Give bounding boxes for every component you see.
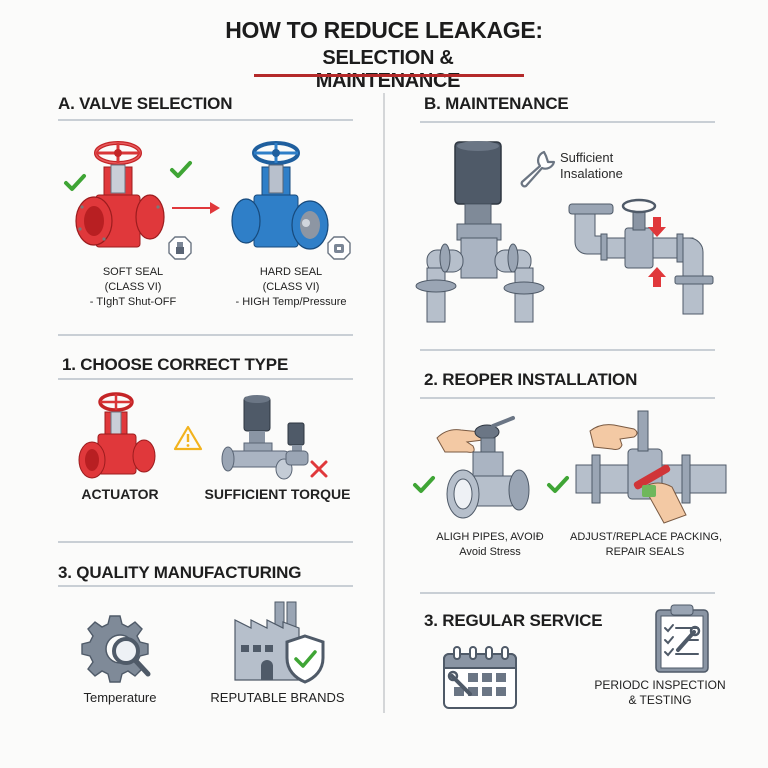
brands-label: REPUTABLE BRANDS bbox=[210, 690, 345, 705]
section-divider bbox=[420, 592, 715, 594]
check-icon bbox=[170, 161, 192, 178]
caption-line: Insalatione bbox=[560, 166, 623, 181]
caption-line: & TESTING bbox=[628, 693, 692, 707]
caption-line: HARD SEAL bbox=[259, 266, 323, 278]
packing-repair-icon bbox=[575, 410, 727, 524]
caption-line: REPAIR SEALS bbox=[605, 546, 685, 558]
quality-heading: 3. QUALITY MANUFACTURING bbox=[58, 563, 302, 582]
caption-line: - HIGH Temp/Pressure bbox=[235, 296, 347, 308]
caption-line: PERIODC INSPECTION bbox=[594, 678, 726, 692]
caption-line: (CLASS VI) bbox=[262, 281, 320, 293]
section-divider bbox=[58, 585, 353, 587]
temperature-label: Temperature bbox=[83, 690, 157, 705]
section-divider bbox=[58, 119, 353, 121]
inspection-caption: PERIODC INSPECTION & TESTING bbox=[590, 678, 730, 708]
valve-selection-heading: A. VALVE SELECTION bbox=[58, 94, 233, 113]
hard-seal-octagon-icon bbox=[327, 236, 351, 260]
caption-line: ALIGH PIPES, AVOIÐ bbox=[436, 531, 544, 543]
caption-line: SOFT SEAL bbox=[102, 266, 164, 278]
calendar-wrench-icon bbox=[443, 646, 517, 709]
factory-shield-icon bbox=[234, 601, 325, 684]
section-divider bbox=[420, 349, 715, 351]
page-subtitle: SELECTION & MAINTENANCE bbox=[315, 47, 461, 92]
clipboard-checklist-icon bbox=[655, 604, 709, 673]
actuator-valve-icon bbox=[78, 392, 156, 479]
soft-seal-octagon-icon bbox=[168, 236, 192, 260]
packing-caption: ADJUST/REPLACE PACKING, REPAIR SEALS bbox=[570, 530, 722, 560]
section-divider bbox=[420, 397, 715, 399]
actuator-valve-icon bbox=[415, 141, 545, 323]
section-divider bbox=[58, 378, 353, 380]
column-separator bbox=[383, 93, 385, 713]
caption-line: - TIghT Shut-OFF bbox=[89, 296, 177, 308]
title-underline bbox=[254, 74, 524, 77]
check-icon bbox=[413, 476, 435, 493]
choose-type-heading: 1. CHOOSE CORRECT TYPE bbox=[62, 355, 289, 374]
section-divider bbox=[58, 541, 353, 543]
soft-seal-valve-icon bbox=[75, 141, 165, 248]
torque-actuators-icon bbox=[221, 395, 309, 480]
warning-icon bbox=[173, 425, 203, 451]
align-caption: ALIGH PIPES, AVOIÐ Avoid Stress bbox=[430, 530, 550, 560]
page-title: HOW TO REDUCE LEAKAGE: bbox=[225, 17, 543, 43]
check-icon bbox=[547, 476, 569, 493]
wrench-caption: Sufficient Insalatione bbox=[560, 150, 623, 182]
arrow-right-icon bbox=[172, 202, 220, 214]
caption-line: Sufficient bbox=[560, 150, 614, 165]
caption-line: Avoid Stress bbox=[459, 546, 521, 558]
hard-seal-valve-icon bbox=[231, 141, 329, 250]
actuator-label: ACTUATOR bbox=[81, 486, 159, 502]
valve-alignment-hand-icon bbox=[436, 416, 530, 519]
section-divider bbox=[420, 121, 715, 123]
pipe-valve-icon bbox=[568, 198, 714, 315]
caption-line: (CLASS VI) bbox=[104, 281, 162, 293]
gear-magnifier-icon bbox=[81, 615, 151, 683]
maintenance-heading: B. MAINTENANCE bbox=[424, 94, 569, 113]
caption-line: ADJUST/REPLACE PACKING, bbox=[570, 531, 722, 543]
torque-label: SUFFICIENT TORQUE bbox=[204, 486, 351, 502]
soft-seal-caption: SOFT SEAL (CLASS VI) - TIghT Shut-OFF bbox=[78, 265, 188, 310]
x-mark-icon bbox=[310, 460, 328, 478]
compress-arrows-icon bbox=[648, 217, 666, 287]
hard-seal-caption: HARD SEAL (CLASS VI) - HIGH Temp/Pressur… bbox=[226, 265, 356, 310]
service-heading: 3. REGULAR SERVICE bbox=[424, 611, 603, 630]
wrench-icon bbox=[520, 150, 556, 188]
check-icon bbox=[64, 174, 86, 191]
installation-heading: 2. REOPER INSTALLATION bbox=[424, 370, 638, 389]
section-divider bbox=[58, 334, 353, 336]
